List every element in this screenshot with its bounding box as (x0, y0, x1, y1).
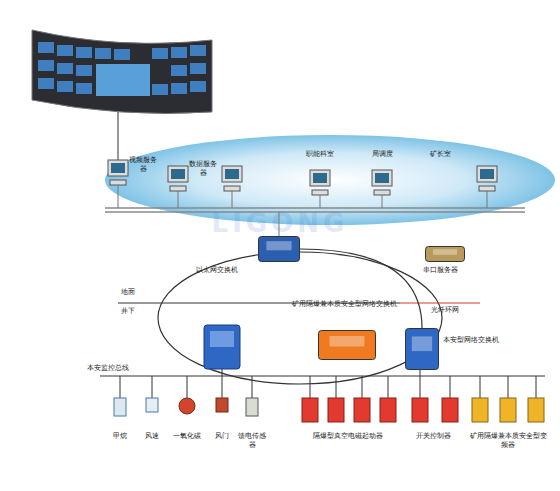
node-label: 矿用隔爆兼本质安全型网络交换机 (292, 300, 402, 309)
text-label: 局调度 (362, 150, 402, 159)
node-label: 以太网交换机 (196, 266, 276, 275)
text-label: 甲烷 (108, 432, 132, 441)
ethernet-switch: 以太网交换机 (258, 236, 300, 262)
text-label: 矿长室 (420, 150, 460, 159)
box-shape (258, 236, 300, 262)
text-label: 一氧化碳 (170, 432, 204, 441)
text-label: 数据服务器 (188, 160, 218, 178)
box-shape (425, 246, 465, 262)
text-label: 井下 (118, 307, 138, 316)
text-label: 风速 (140, 432, 164, 441)
serial-server: 串口服务器 (425, 246, 465, 262)
watermark: LIGONG (210, 208, 350, 238)
network-switch-box: 本安型网络交换机 (405, 328, 439, 370)
text-label: 矿用隔爆兼本质安全型变频器 (468, 432, 548, 450)
node-label: 串口服务器 (423, 266, 493, 275)
box-shape (405, 328, 439, 370)
text-label: 地面 (118, 288, 138, 297)
text-label: 风门 (210, 432, 234, 441)
text-label: 职能科室 (300, 150, 340, 159)
ring-connector (300, 249, 422, 328)
network-switch-box: 矿用隔爆兼本质安全型网络交换机 (318, 330, 376, 360)
node-label: 本安型网络交换机 (443, 336, 523, 345)
text-label: 光纤环网 (425, 306, 465, 315)
text-label: 隔爆型真空电磁起动器 (298, 432, 398, 441)
text-label: 馈电传感器 (238, 432, 266, 450)
box-shape (318, 330, 376, 360)
text-label: 开关控制器 (402, 432, 464, 441)
text-label: 本安监控总线 (80, 364, 135, 373)
text-label: 视频服务器 (128, 156, 158, 174)
